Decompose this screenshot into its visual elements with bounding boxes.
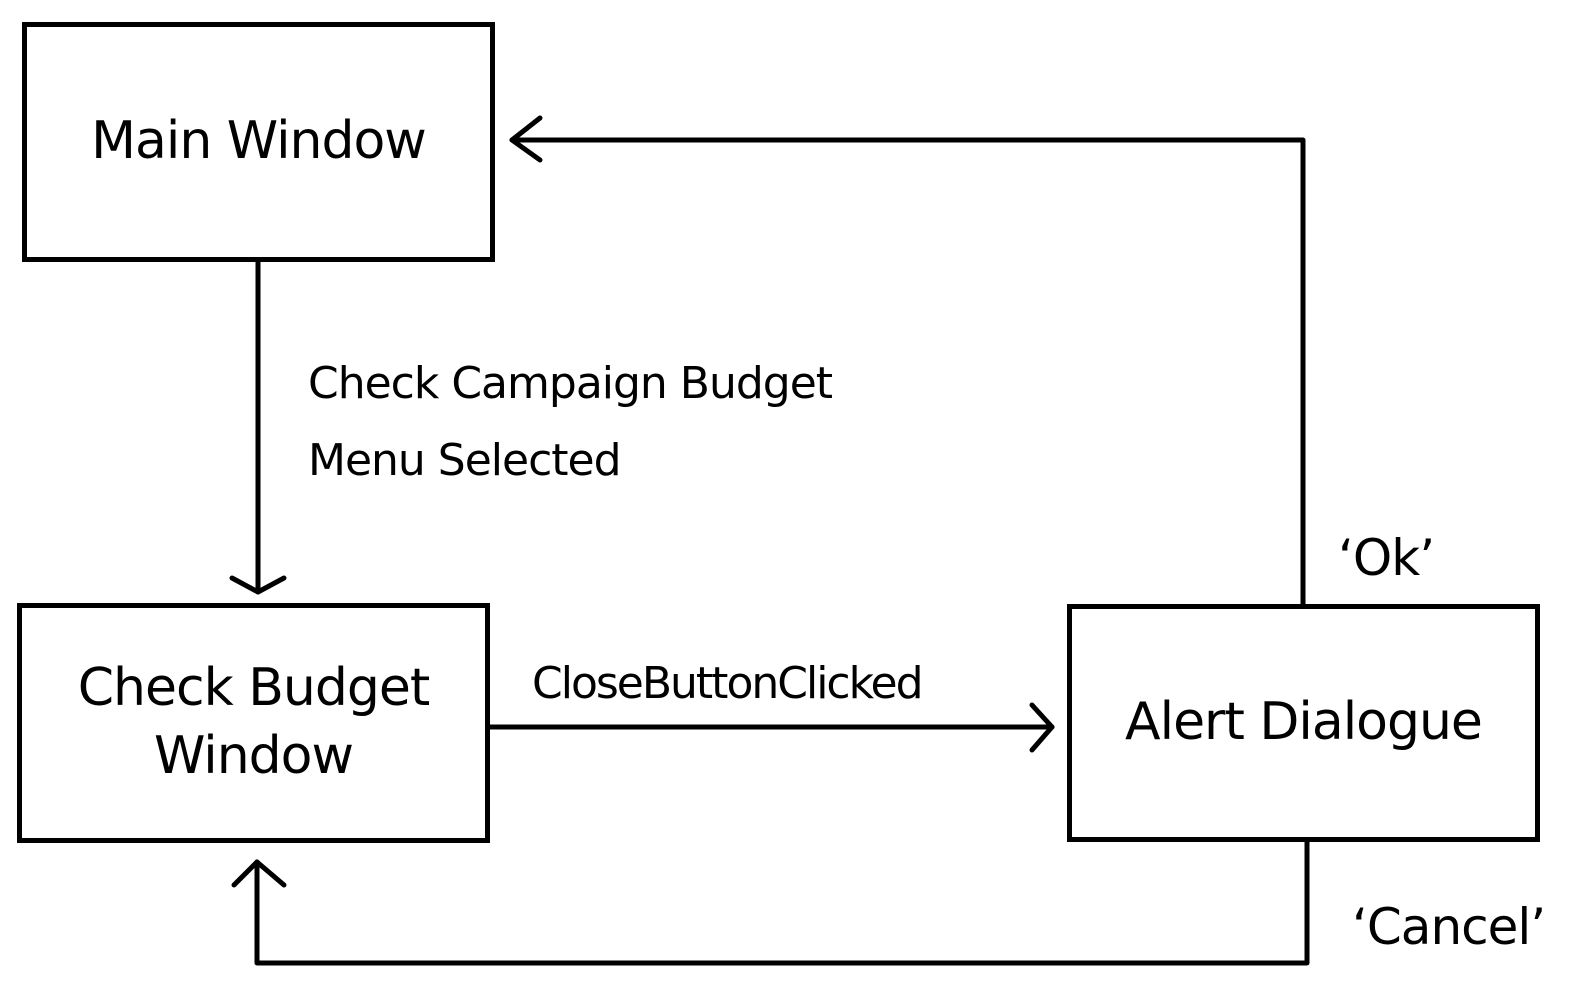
transition-label-ok: ‘Ok’: [1338, 529, 1435, 587]
arrowhead-alert-to-check: [231, 859, 287, 888]
state-check-budget-window: Check Budget Window: [17, 603, 490, 843]
arrow-alert-to-check: [254, 839, 1310, 966]
arrow-alert-to-main: [509, 137, 1306, 607]
transition-label-cancel: ‘Cancel’: [1352, 898, 1546, 956]
state-alert-dialogue-label: Alert Dialogue: [1125, 692, 1483, 753]
arrowhead-alert-to-main: [509, 115, 543, 163]
state-check-budget-window-label: Check Budget Window: [77, 658, 431, 786]
state-main-window-label: Main Window: [91, 111, 427, 172]
transition-label-menu-selected: Check Campaign Budget Menu Selected: [308, 358, 833, 486]
arrowhead-check-to-alert: [1029, 702, 1055, 753]
state-alert-dialogue: Alert Dialogue: [1067, 604, 1540, 842]
arrowhead-main-to-check: [229, 575, 287, 595]
state-main-window: Main Window: [22, 22, 495, 262]
transition-label-close-button-clicked: CloseButtonClicked: [532, 658, 924, 709]
